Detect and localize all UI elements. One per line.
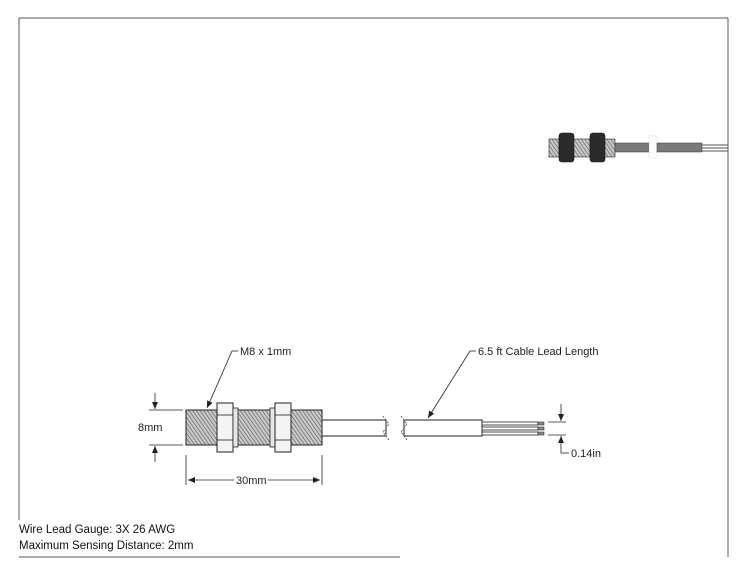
sensor-thumbnail-view — [548, 132, 728, 163]
wire-gauge-note: Wire Lead Gauge: 3X 26 AWG — [19, 524, 176, 536]
wire-spacing-dimension — [548, 404, 569, 454]
sensor-side-view — [185, 402, 545, 453]
diameter-dimension — [149, 393, 183, 462]
thread-leader — [206, 350, 238, 409]
diameter-label: 8mm — [138, 422, 162, 434]
thread-callout: M8 x 1mm — [240, 346, 291, 358]
cable-leader — [427, 350, 476, 419]
sheet-border — [18, 17, 729, 558]
sensing-distance-note: Maximum Sensing Distance: 2mm — [19, 540, 194, 552]
length-dimension — [185, 455, 323, 485]
length-label: 30mm — [236, 475, 267, 487]
wire-spacing-label: 0.14in — [571, 448, 601, 460]
cable-length-callout: 6.5 ft Cable Lead Length — [478, 346, 598, 358]
